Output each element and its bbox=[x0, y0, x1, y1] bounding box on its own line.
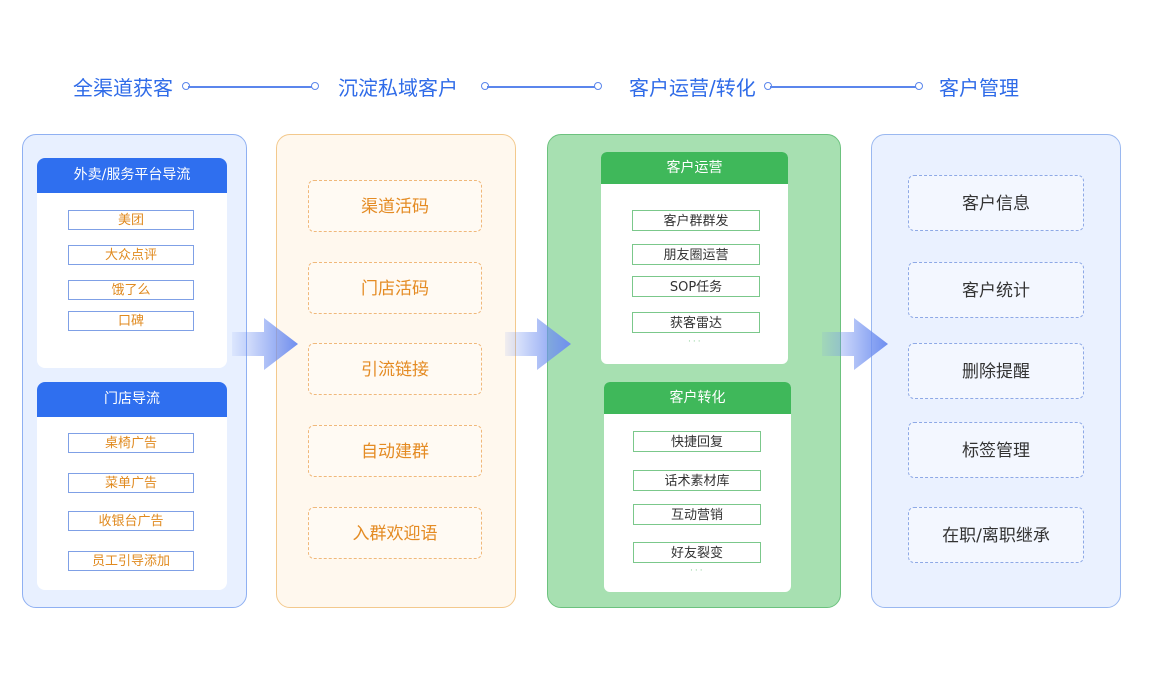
channel-tag: 美团 bbox=[68, 210, 194, 230]
conversion-tag: 互动营销 bbox=[633, 504, 761, 525]
conversion-tag: 好友裂变 bbox=[633, 542, 761, 563]
flow-arrow-icon bbox=[822, 318, 888, 370]
channel-tag: 收银台广告 bbox=[68, 511, 194, 531]
retention-item: 入群欢迎语 bbox=[308, 507, 482, 559]
retention-item: 门店活码 bbox=[308, 262, 482, 314]
channel-tag: 饿了么 bbox=[68, 280, 194, 300]
management-item: 客户统计 bbox=[908, 262, 1084, 318]
retention-item: 渠道活码 bbox=[308, 180, 482, 232]
retention-item: 自动建群 bbox=[308, 425, 482, 477]
stage-title-management: 客户管理 bbox=[939, 76, 1019, 100]
stage-connector bbox=[182, 82, 319, 92]
flow-arrow-icon bbox=[505, 318, 571, 370]
conversion-tag: 快捷回复 bbox=[633, 431, 761, 452]
conversion-tag: 话术素材库 bbox=[633, 470, 761, 491]
management-item: 标签管理 bbox=[908, 422, 1084, 478]
stage-title-operation: 客户运营/转化 bbox=[629, 76, 756, 100]
channel-tag: 大众点评 bbox=[68, 245, 194, 265]
stage-connector bbox=[481, 82, 602, 92]
card-title: 客户运营 bbox=[601, 152, 788, 184]
more-indicator: ··· bbox=[690, 566, 705, 576]
operation-tag: SOP任务 bbox=[632, 276, 760, 297]
card-title: 门店导流 bbox=[37, 382, 227, 417]
operation-tag: 获客雷达 bbox=[632, 312, 760, 333]
management-item: 客户信息 bbox=[908, 175, 1084, 231]
retention-item: 引流链接 bbox=[308, 343, 482, 395]
card-title: 客户转化 bbox=[604, 382, 791, 414]
stage-connector bbox=[764, 82, 923, 92]
management-item: 删除提醒 bbox=[908, 343, 1084, 399]
stage-title-retention: 沉淀私域客户 bbox=[338, 76, 458, 100]
management-item: 在职/离职继承 bbox=[908, 507, 1084, 563]
channel-tag: 桌椅广告 bbox=[68, 433, 194, 453]
more-indicator: ··· bbox=[688, 337, 703, 347]
flow-arrow-icon bbox=[232, 318, 298, 370]
stage-title-acquisition: 全渠道获客 bbox=[73, 76, 173, 100]
channel-tag: 员工引导添加 bbox=[68, 551, 194, 571]
channel-tag: 口碑 bbox=[68, 311, 194, 331]
card-title: 外卖/服务平台导流 bbox=[37, 158, 227, 193]
operation-tag: 朋友圈运营 bbox=[632, 244, 760, 265]
channel-tag: 菜单广告 bbox=[68, 473, 194, 493]
operation-tag: 客户群群发 bbox=[632, 210, 760, 231]
